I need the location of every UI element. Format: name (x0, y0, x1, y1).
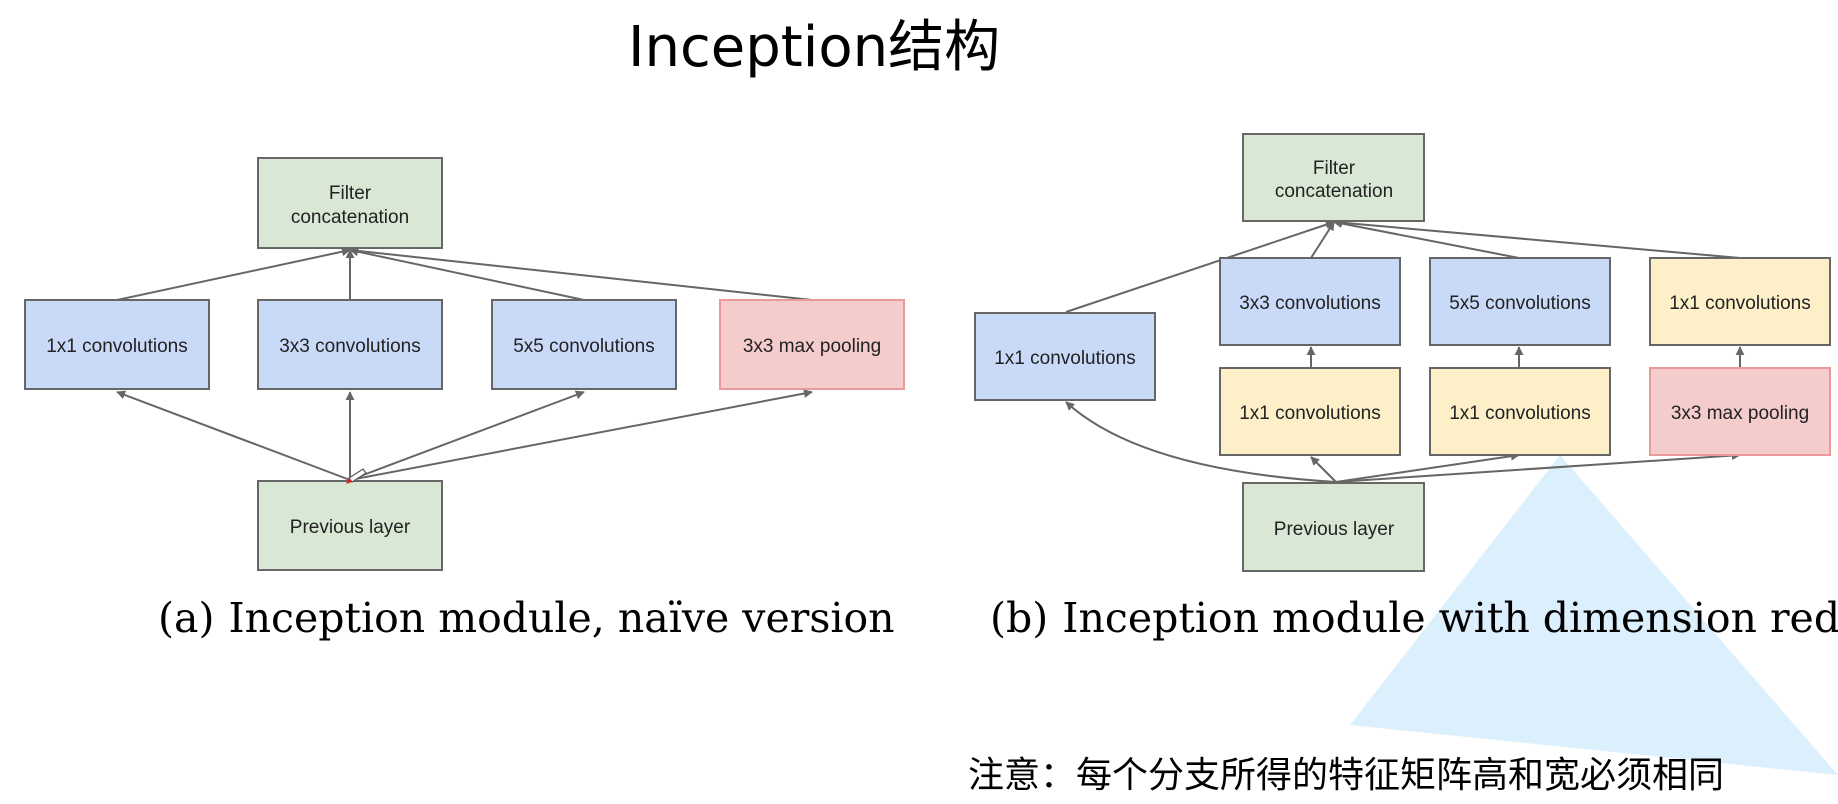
node-b-prev: Previous layer (1242, 482, 1425, 572)
node-b-conv1-after-pool: 1x1 convolutions (1649, 257, 1831, 346)
caption-b: (b) Inception module with dimension reduc… (990, 588, 1838, 648)
node-b-filter-line1: Filter (1313, 158, 1356, 179)
caption-a-label: (a) (158, 594, 215, 642)
edge-b-prev-pool (1335, 451, 1741, 483)
node-b-reduce3-label: 1x1 convolutions (1239, 403, 1381, 424)
node-a-filter: Filter concatenation (257, 157, 443, 249)
pen-cursor-icon (346, 468, 367, 484)
node-a-filter-line2: concatenation (291, 207, 409, 228)
node-b-prev-label: Previous layer (1274, 519, 1395, 540)
slide-title: Inception结构 (628, 15, 1001, 80)
edge-b-prev-reduce3 (1310, 456, 1337, 483)
caption-a-text: Inception module, naïve version (228, 594, 895, 642)
node-a-conv3: 3x3 convolutions (257, 299, 443, 390)
caption-b-label: (b) (990, 594, 1049, 642)
edge-a-pool-filter (349, 246, 813, 301)
node-a-pool: 3x3 max pooling (719, 299, 905, 390)
edge-b-conv3-filter (1310, 221, 1335, 259)
note-text: 注意：每个分支所得的特征矩阵高和宽必须相同 (968, 755, 1725, 796)
overlay-triangle (1350, 455, 1838, 775)
node-a-conv5-label: 5x5 convolutions (513, 336, 655, 357)
node-b-filter: Filter concatenation (1242, 133, 1425, 222)
node-b-conv3-label: 3x3 convolutions (1239, 293, 1381, 314)
node-b-conv1-after-pool-label: 1x1 convolutions (1669, 293, 1811, 314)
node-a-pool-label: 3x3 max pooling (743, 336, 881, 357)
edges-a (116, 246, 813, 481)
caption-b-text: Inception module with dimension reductio… (1062, 594, 1838, 642)
node-b-pool-label: 3x3 max pooling (1671, 403, 1809, 424)
node-a-conv1-label: 1x1 convolutions (46, 336, 188, 357)
node-b-conv1-label: 1x1 convolutions (994, 348, 1136, 369)
node-a-prev: Previous layer (257, 480, 443, 571)
edge-a-prev-conv1 (116, 390, 351, 481)
node-a-conv1: 1x1 convolutions (24, 299, 210, 390)
node-b-conv5: 5x5 convolutions (1429, 257, 1611, 346)
edge-a-conv1-filter (116, 247, 351, 301)
node-b-filter-line2: concatenation (1275, 181, 1393, 202)
node-a-filter-line1: Filter (329, 183, 372, 204)
node-b-reduce5: 1x1 convolutions (1429, 367, 1611, 456)
edge-a-prev-pool (349, 389, 813, 481)
edge-a-prev-conv5 (349, 390, 585, 481)
diagram-a: Filter concatenation 1x1 convolutions 3x… (24, 157, 905, 571)
diagram-b: Filter concatenation 3x3 convolutions 5x… (974, 133, 1831, 572)
edge-b-conv1p-filter (1333, 218, 1741, 259)
node-b-conv5-label: 5x5 convolutions (1449, 293, 1591, 314)
caption-a: (a) Inception module, naïve version (158, 588, 895, 648)
edges-b (1065, 218, 1745, 483)
node-a-conv5: 5x5 convolutions (491, 299, 677, 390)
node-b-pool: 3x3 max pooling (1649, 367, 1831, 456)
node-b-conv1: 1x1 convolutions (974, 312, 1156, 401)
edge-b-prev-reduce5 (1335, 451, 1520, 483)
node-b-reduce3: 1x1 convolutions (1219, 367, 1401, 456)
edge-a-conv5-filter (349, 247, 585, 301)
node-a-conv3-label: 3x3 convolutions (279, 336, 421, 357)
node-b-conv3: 3x3 convolutions (1219, 257, 1401, 346)
edge-b-conv5-filter (1333, 219, 1520, 259)
node-a-prev-label: Previous layer (290, 517, 411, 538)
edge-b-conv1-filter (1065, 220, 1335, 313)
edge-b-prev-conv1 (1065, 401, 1337, 483)
node-b-reduce5-label: 1x1 convolutions (1449, 403, 1591, 424)
